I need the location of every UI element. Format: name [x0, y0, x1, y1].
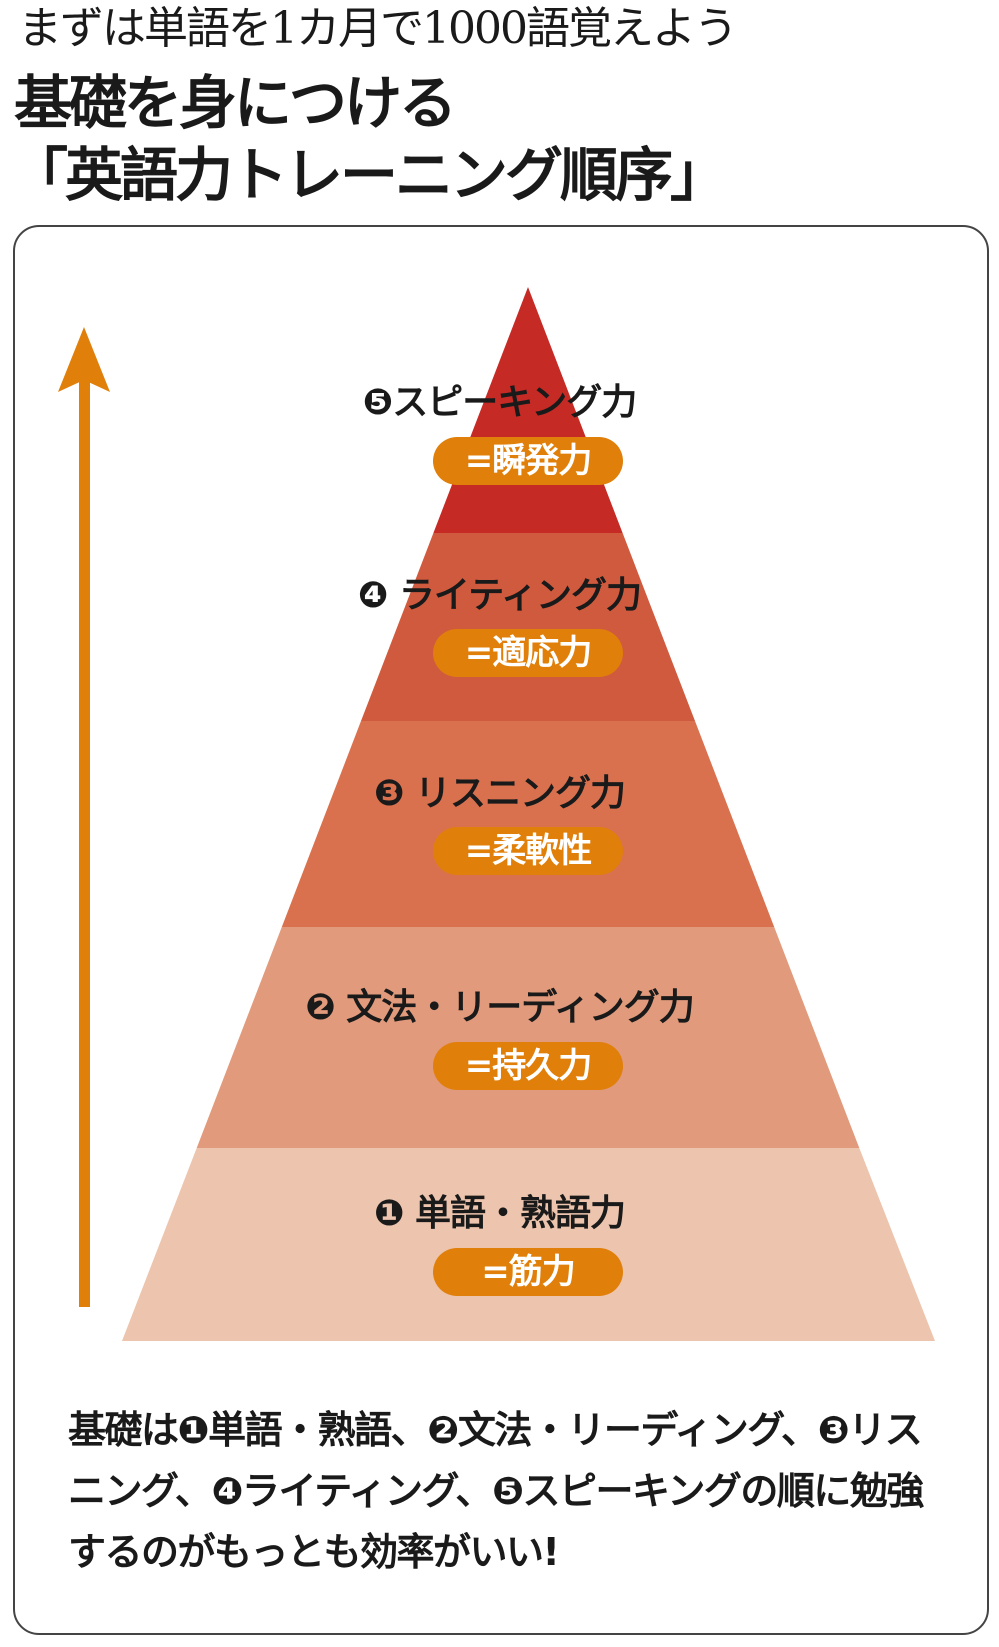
level-2-label: ❷ 文法・リーディング力 — [305, 987, 695, 1028]
subtitle: まずは単語を1カ月で1000語覚えよう — [18, 3, 738, 54]
level-5-label: ❺スピーキング力 — [362, 382, 637, 423]
level-1-label: ❶ 単語・熟語力 — [373, 1193, 626, 1234]
level-3-label: ❸ リスニング力 — [373, 773, 626, 814]
title-line-2: 「英語力トレーニング順序」 — [10, 141, 728, 209]
pyramid-level-3 — [281, 721, 775, 927]
pyramid-level-1 — [122, 1148, 935, 1341]
arrow-up-icon — [58, 327, 110, 392]
title-line-1: 基礎を身につける — [14, 69, 457, 137]
level-4-badge: =適応力 — [433, 629, 623, 677]
level-1-badge: =筋力 — [433, 1248, 623, 1296]
progress-arrow-shaft — [79, 380, 90, 1307]
level-3-badge: =柔軟性 — [433, 827, 623, 875]
level-2-badge: =持久力 — [433, 1042, 623, 1090]
pyramid-level-4 — [361, 533, 695, 721]
summary-text: 基礎は❶単語・熟語、❷文法・リーディング、❸リスニング、❹ライティング、❺スピー… — [68, 1408, 924, 1574]
level-5-badge: =瞬発力 — [433, 437, 623, 485]
pyramid-level-2 — [196, 927, 860, 1148]
content-frame — [13, 225, 989, 1635]
level-4-label: ❹ ライティング力 — [357, 575, 642, 616]
